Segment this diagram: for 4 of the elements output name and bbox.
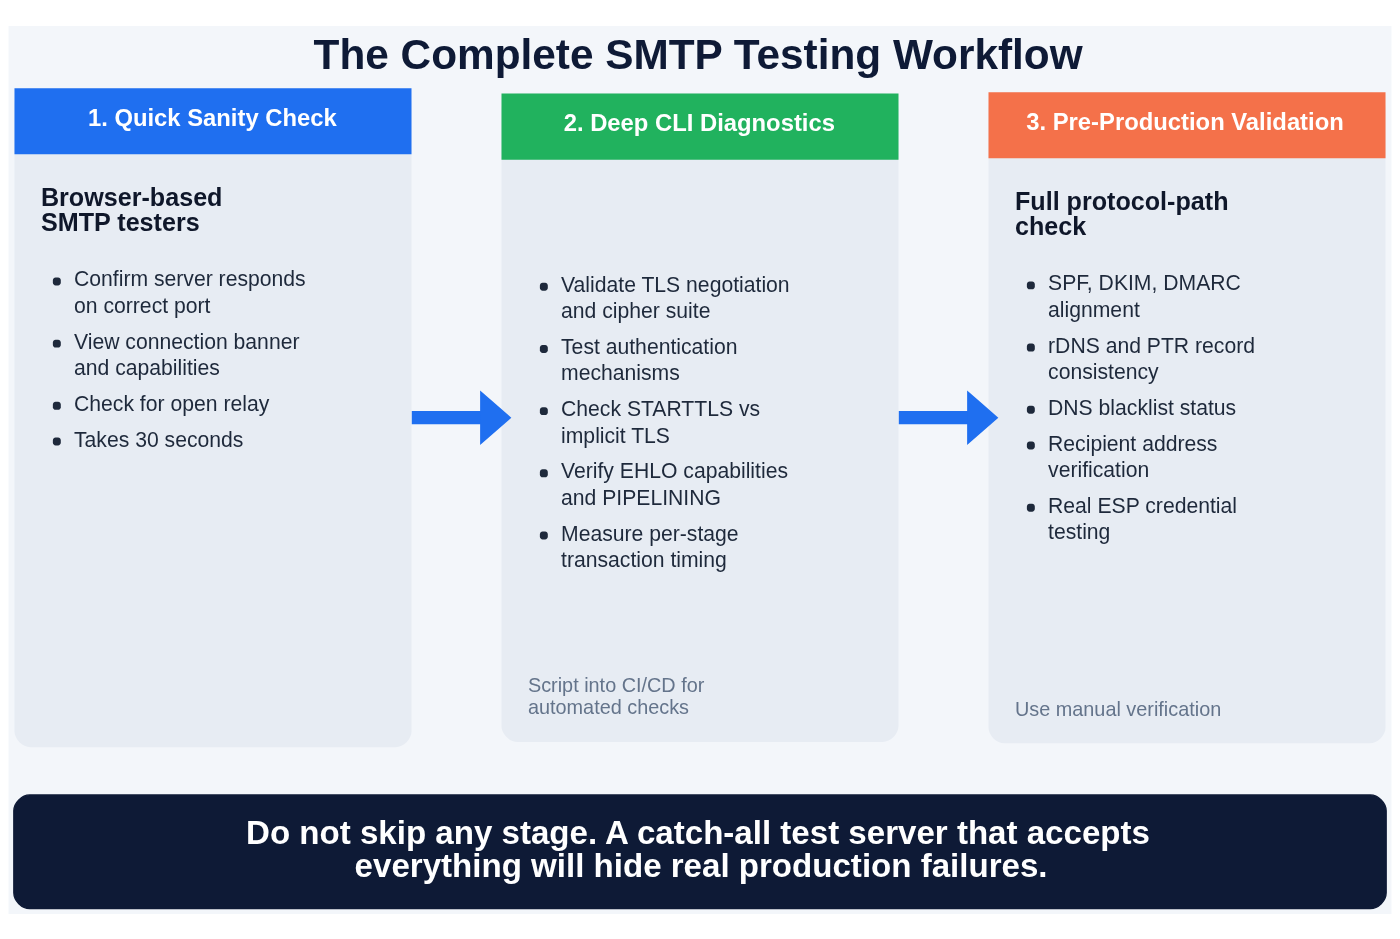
node-box: Do not skip any stage. A catch-all test server that accepts everything will hide real production failures. bbox=[13, 793, 1387, 909]
arrow bbox=[411, 389, 512, 445]
diagram-title: The Complete SMTP Testing Workflow bbox=[313, 30, 1083, 78]
arrow bbox=[898, 389, 999, 445]
